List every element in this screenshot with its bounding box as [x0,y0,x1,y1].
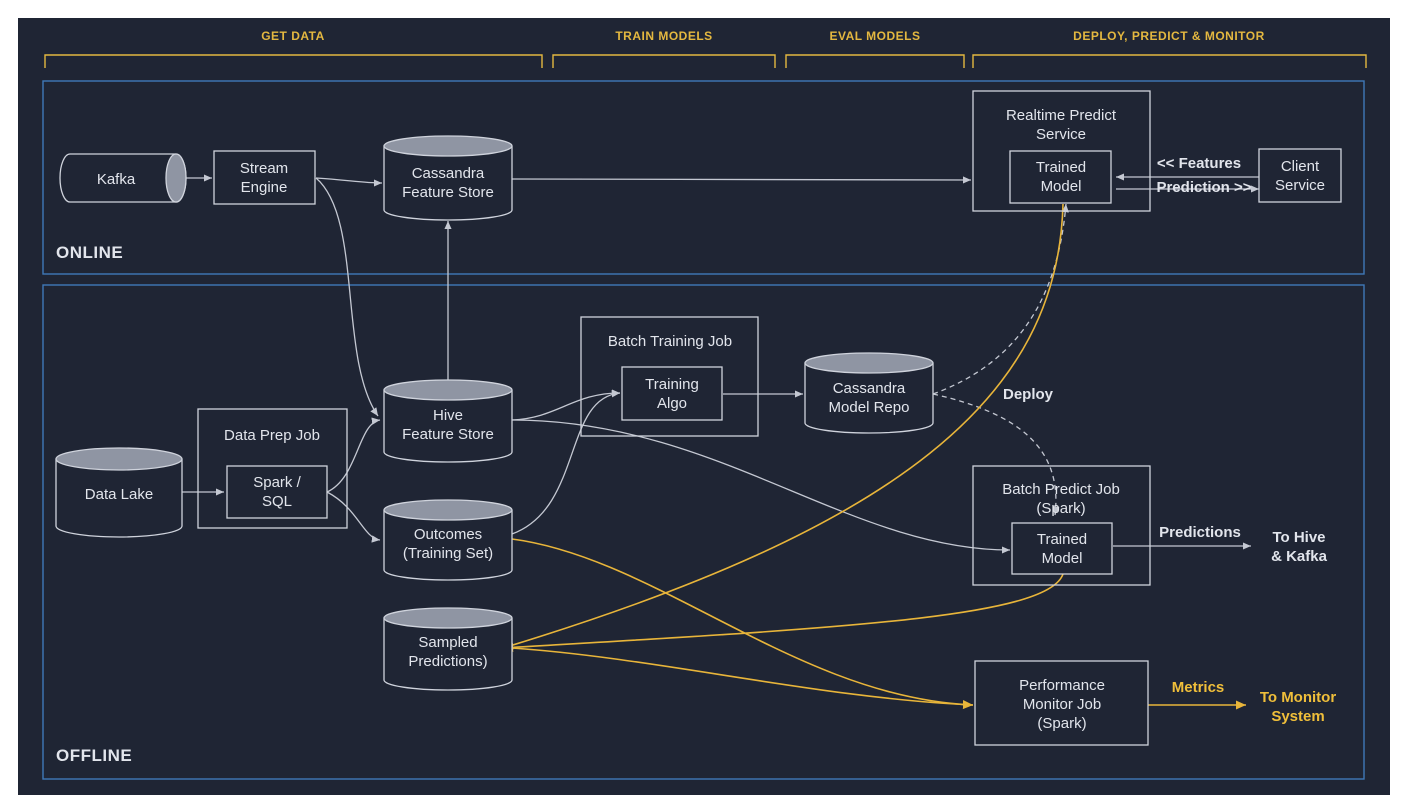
data-lake-node: Data Lake [55,447,183,538]
outcomes-line1: Outcomes [414,526,482,543]
realtime-predict-service-line2: Service [1036,126,1086,143]
diagram-svg: GET DATA TRAIN MODELS EVAL MODELS DEPLOY… [42,29,1367,780]
performance-monitor-job-line2: Monitor Job [1023,696,1101,713]
deploy-connectors [932,203,1069,516]
realtime-predict-service-node: Realtime Predict Service Trained Model [972,90,1151,212]
training-algo-line1: Training [645,376,699,393]
client-service-line2: Service [1275,177,1325,194]
offline-zone [42,284,1365,780]
performance-monitor-job-line1: Performance [1019,677,1105,694]
batch-trained-model-line2: Model [1042,550,1083,567]
to-monitor-system-line1: To Monitor [1260,689,1337,706]
client-service-node: Client Service [1258,148,1342,203]
cassandra-feature-store-line2: Feature Store [402,184,494,201]
outcomes-node: Outcomes (Training Set) [383,499,513,581]
performance-monitor-job-line3: (Spark) [1037,715,1086,732]
batch-predict-job-line1: Batch Predict Job [1002,481,1120,498]
online-trained-model-line1: Trained [1036,159,1086,176]
stream-engine-node: Stream Engine [213,150,316,205]
hive-feature-store-node: Hive Feature Store [383,379,513,463]
cassandra-feature-store-line1: Cassandra [412,165,485,182]
data-prep-job-node: Data Prep Job Spark / SQL [197,408,348,529]
client-service-line1: Client [1281,158,1320,175]
stream-engine-line2: Engine [241,179,288,196]
to-hive-kafka-line1: To Hive [1272,529,1325,546]
batch-training-job-node: Batch Training Job Training Algo [580,316,759,437]
hive-feature-store-line1: Hive [433,407,463,424]
stage-eval-models: EVAL MODELS [829,29,920,43]
stage-train-models: TRAIN MODELS [615,29,712,43]
batch-predict-job-node: Batch Predict Job (Spark) Trained Model [972,465,1151,586]
spark-sql-box [226,465,328,519]
to-monitor-system-line2: System [1271,708,1324,725]
metrics-edge-label: Metrics [1172,679,1225,696]
online-trained-model-box [1009,150,1112,204]
training-algo-line2: Algo [657,395,687,412]
stream-engine-line1: Stream [240,160,288,177]
monitoring-connectors [502,203,1246,710]
hive-feature-store-line2: Feature Store [402,426,494,443]
outcomes-line2: (Training Set) [403,545,493,562]
cassandra-model-repo-line2: Model Repo [829,399,910,416]
white-connectors [181,173,1259,554]
features-edge-label: << Features [1157,155,1241,172]
spark-sql-line1: Spark / [253,474,301,491]
online-trained-model-line2: Model [1041,178,1082,195]
data-prep-job-label: Data Prep Job [224,427,320,444]
deploy-edge-label: Deploy [1003,386,1054,403]
architecture-diagram: GET DATA TRAIN MODELS EVAL MODELS DEPLOY… [18,18,1390,795]
spark-sql-line2: SQL [262,493,292,510]
cassandra-model-repo-line1: Cassandra [833,380,906,397]
data-lake-label: Data Lake [85,486,153,503]
stage-deploy-predict-monitor: DEPLOY, PREDICT & MONITOR [1073,29,1265,43]
stage-brackets [44,54,1367,68]
prediction-edge-label: Prediction >> [1156,179,1251,196]
sampled-predictions-node: Sampled Predictions) [383,607,513,691]
online-zone [42,80,1365,275]
sampled-predictions-line1: Sampled [418,634,477,651]
online-zone-label: ONLINE [56,243,123,262]
batch-trained-model-box [1011,522,1113,575]
performance-monitor-job-node: Performance Monitor Job (Spark) [974,660,1149,746]
batch-training-job-label: Batch Training Job [608,333,732,350]
batch-predict-job-line2: (Spark) [1036,500,1085,517]
cassandra-model-repo-node: Cassandra Model Repo [804,352,934,434]
realtime-predict-service-line1: Realtime Predict [1006,107,1117,124]
kafka-node: Kafka [59,153,187,203]
sampled-predictions-line2: Predictions) [408,653,487,670]
training-algo-box [621,366,723,421]
predictions-edge-label: Predictions [1159,524,1241,541]
offline-zone-label: OFFLINE [56,746,132,765]
cassandra-feature-store-node: Cassandra Feature Store [383,135,513,221]
batch-trained-model-line1: Trained [1037,531,1087,548]
kafka-label: Kafka [97,171,136,188]
stage-get-data: GET DATA [261,29,325,43]
to-hive-kafka-line2: & Kafka [1271,548,1328,565]
